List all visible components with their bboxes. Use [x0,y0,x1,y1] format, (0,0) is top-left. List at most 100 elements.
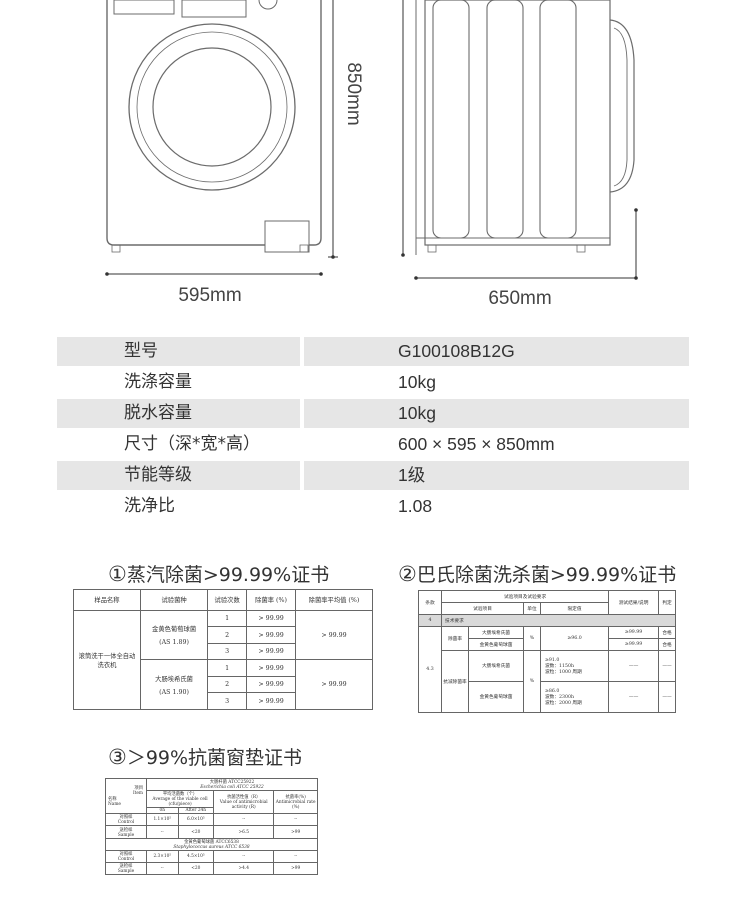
measured-cell: ≥99.99 [608,626,660,640]
strain-cell: 金黄色葡萄球菌 [467,681,525,713]
rate-cell: > 99.99 [246,659,296,677]
header-cell: 限定值 [539,602,610,616]
spec-label: 洗涤容量 [124,372,192,392]
spec-label: 节能等级 [57,461,300,490]
spec-value: 1级 [304,461,689,490]
header-cell: 试验项目 [440,602,525,616]
spec-label: 脱水容量 [57,399,300,428]
run-cell: 3 [207,642,248,661]
verdict-cell: —— [658,681,676,713]
sample-cell: 滚筒洗干一体全自动洗衣机 [73,609,141,711]
cert-1-title: ①蒸汽除菌>99.99%证书 [108,562,330,586]
verdict-cell: 合格 [658,638,676,652]
spec-row-wash-capacity: 洗涤容量 10kg [57,367,689,398]
value-cell: -- [146,825,179,839]
limit-cell: ≥96.0 [539,626,610,652]
section-cell: 技术要求 [441,614,676,628]
corner-cell: 项目 Item 名称 Name [105,777,147,815]
header-cell: 平均活菌数（个）Average of the viable cell (cfu/… [145,790,215,809]
strain-cell: 大肠埃希氏菌 [467,650,525,682]
measured-cell: —— [608,650,660,682]
header-cell: 抗菌率(%)Antimicrobial rate (%) [273,790,318,815]
run-cell: 3 [207,692,248,710]
strain-cell: 大肠埃希氏菌(AS 1.90) [139,659,209,710]
spec-row-spin-capacity: 脱水容量 10kg [57,398,689,429]
value-cell: -- [273,849,318,863]
limit-cell: ≥91.0 波数：1150h 波粒：1000 周期 [539,650,610,682]
header-cell: 试验次数 [207,589,248,611]
height-dimension-label: 850mm [343,62,364,126]
value-cell: >99 [273,825,318,839]
header-cell: 除菌率 (%) [246,589,296,611]
spec-value: 600 × 595 × 850mm [398,434,555,454]
header-cell: 条款 [418,589,442,616]
cert-3-title: ③＞99%抗菌窗垫证书 [108,745,303,769]
unit-cell: % [523,626,541,652]
spec-row-model: 型号 G100108B12G [57,336,689,367]
rate-cell: > 99.99 [246,642,296,661]
value-cell: 6.0×10⁵ [177,813,215,827]
header-cell: 试验菌种 [139,589,209,611]
value-cell: <20 [177,825,215,839]
value-cell: -- [213,849,275,863]
rate-cell: > 99.99 [246,609,296,628]
strain-cell: 大肠埃希氏菌 [467,626,525,640]
header-cell: 试验项目及试验要求 [440,589,610,604]
spec-value: 10kg [304,399,689,428]
value-cell: >99 [273,861,318,876]
spec-table: 型号 G100108B12G 洗涤容量 10kg 脱水容量 10kg 尺寸（深*… [57,336,689,522]
spec-value: 1.08 [398,496,433,516]
value-cell: -- [146,861,179,876]
group-cell: 除菌率 [441,626,469,652]
value-cell: -- [273,813,318,827]
rate-cell: > 99.99 [246,675,296,694]
cert-2-table: 条款 试验项目及试验要求 测试结果/说明 判定 试验项目 单位 限定值 4 技术… [418,589,676,713]
value-cell: -- [213,813,275,827]
spec-row-size: 尺寸（深*宽*高） 600 × 595 × 850mm [57,429,689,460]
avg-cell: > 99.99 [294,659,374,710]
run-cell: 2 [207,626,248,644]
spec-value: G100108B12G [304,337,689,366]
value-cell: 1.1×10⁵ [146,813,179,827]
cert-1-table: 样品名称 试验菌种 试验次数 除菌率 (%) 除菌率平均值 (%) 滚筒洗干一体… [73,589,374,711]
value-cell: <20 [177,861,215,876]
avg-cell: > 99.99 [294,609,374,661]
header-cell: 抗菌活性值（R）Value of antimicrobial activity … [213,790,275,815]
width-dimension-label: 595mm [178,285,242,306]
header-cell: 单位 [523,602,541,616]
section-cell: 4 [418,614,442,628]
header-cell: 样品名称 [73,589,141,611]
value-cell: 2.3×10⁵ [146,849,179,863]
rate-cell: > 99.99 [246,692,296,710]
strain-cell: 金黄色葡萄球菌(AS 1.89) [139,609,209,661]
spec-label: 尺寸（深*宽*高） [124,434,260,454]
value-cell: >4.4 [213,861,275,876]
run-cell: 1 [207,609,248,628]
measured-cell: ≥99.99 [608,638,660,652]
spec-label: 洗净比 [124,496,175,516]
value-cell: >6.5 [213,825,275,839]
value-cell: 4.5×10⁵ [177,849,215,863]
washer-front-drawing [105,0,638,280]
rate-cell: > 99.99 [246,626,296,644]
header-cell: 测试结果/说明 [608,589,660,616]
spec-row-wash-ratio: 洗净比 1.08 [57,491,689,522]
group-cell: 抗减除菌率 [441,650,469,713]
verdict-cell: —— [658,650,676,682]
verdict-cell: 合格 [658,626,676,640]
measured-cell: —— [608,681,660,713]
spec-label: 型号 [57,337,300,366]
header-cell: 除菌率平均值 (%) [294,589,374,611]
unit-cell: % [523,650,541,713]
header-cell: 判定 [658,589,676,616]
run-cell: 1 [207,659,248,677]
spec-row-energy-class: 节能等级 1级 [57,460,689,491]
cert-2-title: ②巴氏除菌洗杀菌>99.99%证书 [398,562,677,586]
